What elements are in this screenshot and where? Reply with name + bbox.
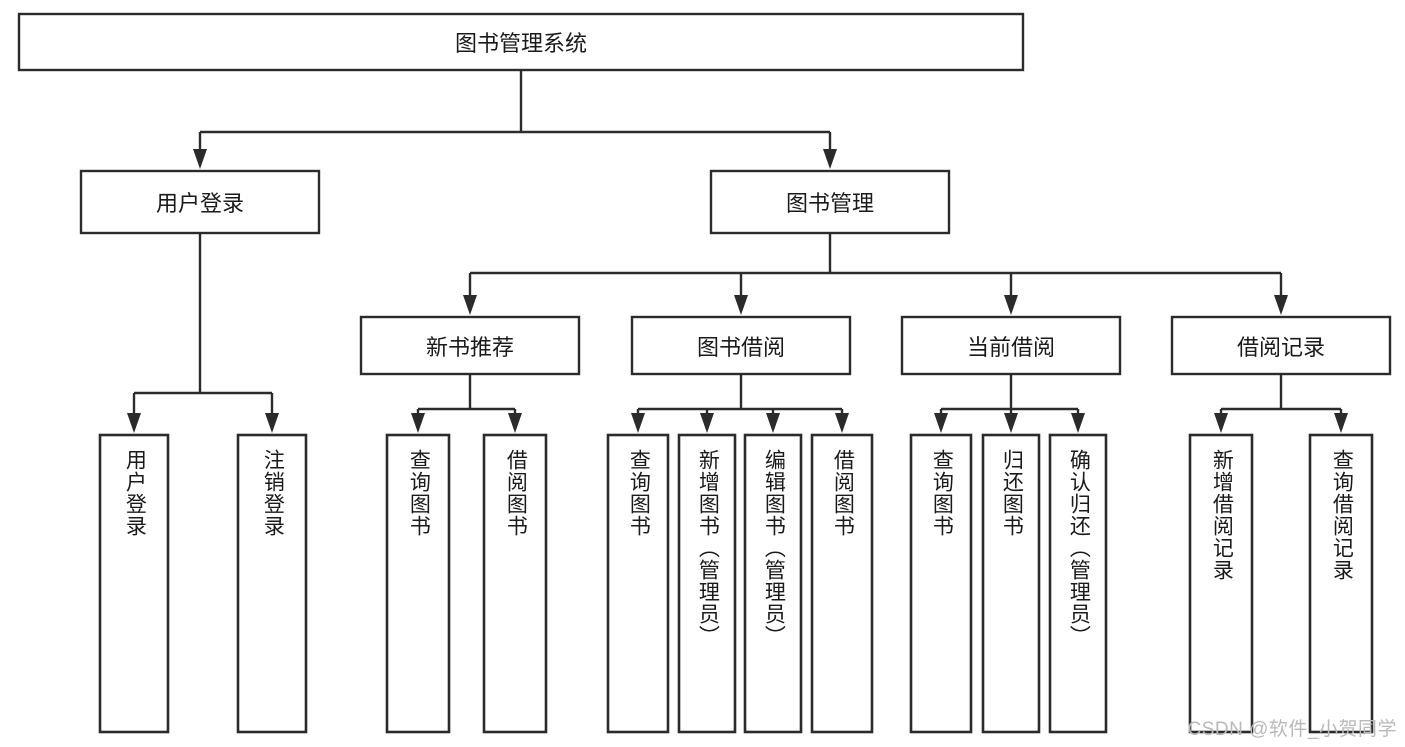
node-box-book-manage[interactable] xyxy=(709,169,951,235)
node-box-leaf-edit-book[interactable] xyxy=(743,433,803,734)
node-box-root[interactable] xyxy=(17,12,1025,72)
boxes-layer xyxy=(17,12,1392,734)
arrow-head-icon-leaf-query-record xyxy=(1334,413,1348,433)
arrow-head-icon-leaf-edit-book xyxy=(766,413,780,433)
node-box-leaf-query-book-1[interactable] xyxy=(385,433,451,734)
node-box-leaf-add-record[interactable] xyxy=(1188,433,1254,734)
node-box-leaf-logout[interactable] xyxy=(236,433,308,734)
arrow-head-icon-leaf-confirm-return xyxy=(1071,413,1085,433)
arrow-head-icon-leaf-query-book-1 xyxy=(411,413,425,433)
node-box-leaf-confirm-return[interactable] xyxy=(1048,433,1108,734)
arrow-head-icon-borrow-record xyxy=(1274,295,1288,315)
arrow-head-icon-book-borrow xyxy=(734,295,748,315)
arrow-head-icon-user-login xyxy=(193,149,207,169)
arrow-head-icon-leaf-query-book-3 xyxy=(934,413,948,433)
node-box-leaf-user-login[interactable] xyxy=(98,433,170,734)
node-box-leaf-add-book[interactable] xyxy=(677,433,737,734)
arrow-head-icon-leaf-return-book xyxy=(1004,413,1018,433)
arrow-head-icon-new-book-recommend xyxy=(463,295,477,315)
node-box-leaf-query-book-2[interactable] xyxy=(606,433,670,734)
node-box-current-borrow[interactable] xyxy=(900,315,1122,376)
arrow-head-icon-current-borrow xyxy=(1004,295,1018,315)
node-box-leaf-query-record[interactable] xyxy=(1308,433,1374,734)
arrow-head-icon-leaf-add-book xyxy=(700,413,714,433)
arrow-head-icon-leaf-borrow-book-2 xyxy=(835,413,849,433)
node-box-leaf-borrow-book-2[interactable] xyxy=(810,433,874,734)
node-box-book-borrow[interactable] xyxy=(630,315,852,376)
arrow-head-icon-leaf-add-record xyxy=(1214,413,1228,433)
node-box-borrow-record[interactable] xyxy=(1170,315,1392,376)
node-box-leaf-query-book-3[interactable] xyxy=(909,433,973,734)
node-box-new-book-recommend[interactable] xyxy=(359,315,581,376)
node-box-leaf-return-book[interactable] xyxy=(981,433,1041,734)
arrow-head-icon-leaf-logout xyxy=(265,413,279,433)
connectors-layer xyxy=(127,70,1348,433)
arrow-head-icon-leaf-borrow-book-1 xyxy=(508,413,522,433)
arrow-head-icon-leaf-query-book-2 xyxy=(631,413,645,433)
node-box-user-login[interactable] xyxy=(79,169,321,235)
node-box-leaf-borrow-book-1[interactable] xyxy=(482,433,548,734)
arrow-head-icon-book-manage xyxy=(823,149,837,169)
watermark-text: CSDN @软件_小贺同学 xyxy=(1187,719,1397,740)
arrow-head-icon-leaf-user-login xyxy=(127,413,141,433)
